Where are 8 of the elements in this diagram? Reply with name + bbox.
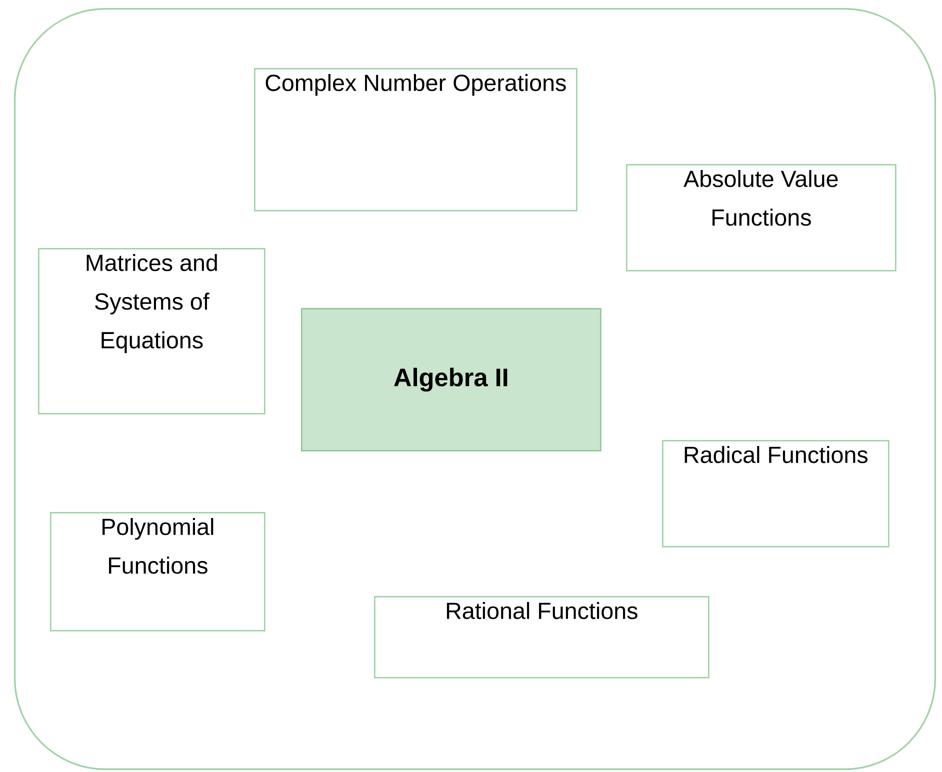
frame bbox=[14, 8, 936, 770]
topic-box: Polynomial Functions bbox=[50, 512, 266, 632]
topic-box: Complex Number Operations bbox=[254, 68, 578, 212]
title-box: Algebra II bbox=[301, 308, 602, 452]
topic-box: Radical Functions bbox=[662, 440, 890, 548]
topic-box: Rational Functions bbox=[374, 596, 710, 678]
topic-box: Absolute Value Functions bbox=[626, 164, 896, 272]
topic-box: Matrices and Systems of Equations bbox=[38, 248, 266, 414]
